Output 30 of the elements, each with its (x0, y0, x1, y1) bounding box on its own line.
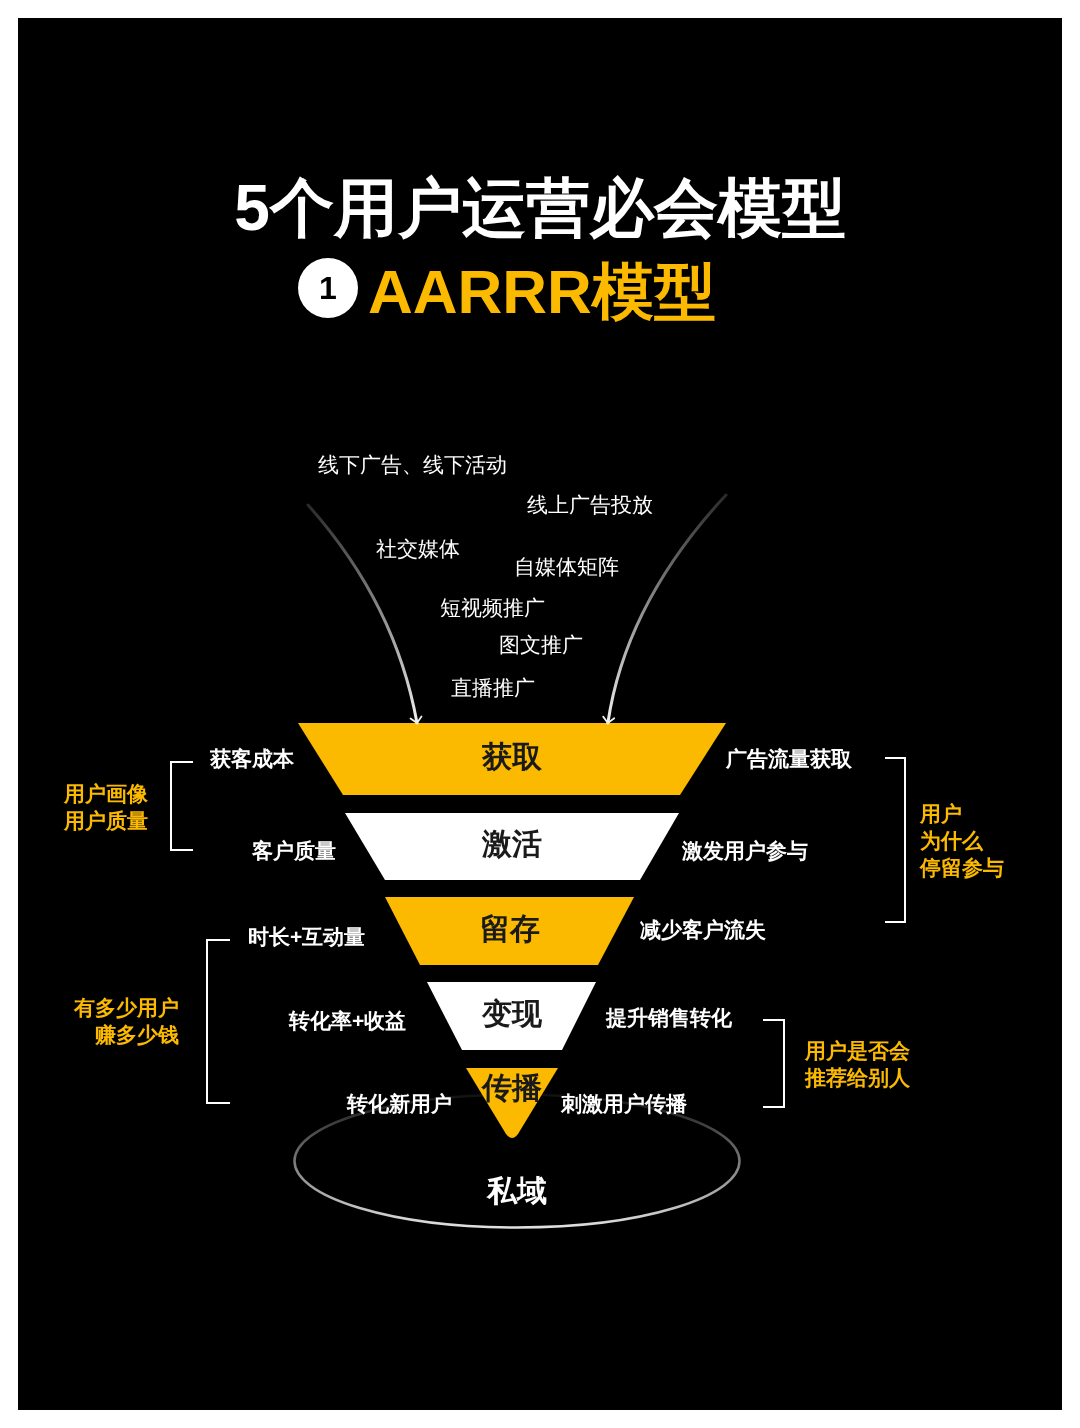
side-note: 转化新用户 (347, 1091, 452, 1117)
group-note: 用户是否会推荐给别人 (805, 1038, 911, 1091)
channel-label: 直播推广 (451, 675, 535, 701)
channel-label: 线上广告投放 (527, 492, 653, 518)
channel-label: 短视频推广 (440, 595, 545, 621)
group-note: 用户 (920, 801, 962, 827)
funnel-band: 变现 (427, 982, 596, 1050)
side-note: 转化率+收益 (289, 1008, 407, 1034)
channel-label: 线下广告、线下活动 (318, 452, 507, 478)
side-note: 时长+互动量 (248, 924, 366, 950)
side-note: 广告流量获取 (726, 746, 852, 772)
channel-label: 社交媒体 (376, 536, 460, 562)
group-note: 为什么 (920, 828, 983, 854)
side-note: 提升销售转化 (606, 1005, 732, 1031)
title: 5个用户运营必会模型 (233, 171, 847, 246)
group-note: 有多少用户赚多少钱 (73, 995, 180, 1048)
funnel-band: 获取 (298, 723, 726, 795)
side-note: 获客成本 (210, 746, 294, 772)
side-note: 客户质量 (252, 838, 336, 864)
funnel-band: 留存 (385, 897, 634, 965)
side-note: 减少客户流失 (640, 917, 766, 943)
subtitle: AARRR模型 (368, 256, 716, 328)
group-note: 停留参与 (920, 855, 1004, 881)
side-note: 激发用户参与 (682, 838, 808, 864)
group-note: 用户画像用户质量 (64, 781, 149, 834)
side-note: 刺激用户传播 (561, 1091, 687, 1117)
channel-label: 图文推广 (499, 632, 583, 658)
channel-label: 自媒体矩阵 (514, 554, 619, 580)
funnel-band: 传播 (466, 1068, 558, 1140)
funnel-band: 激活 (345, 813, 679, 880)
